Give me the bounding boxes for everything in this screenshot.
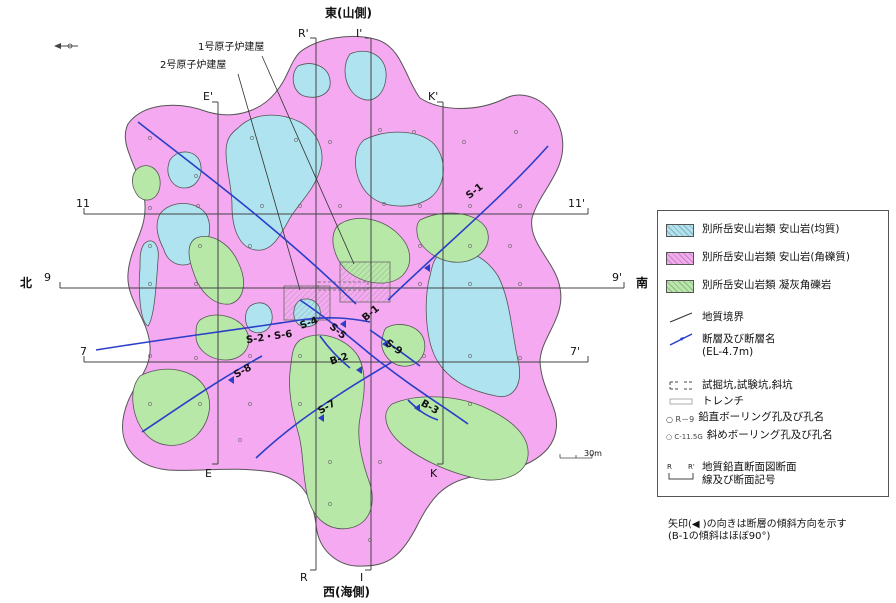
unit2-reactor-building (283, 285, 331, 321)
svg-text:R: R (667, 463, 672, 471)
legend-fault-sub: (EL-4.7m) (702, 346, 754, 358)
section-symbol-icon: R R' (667, 463, 695, 480)
legend-section-sub: 線及び断面記号 (702, 474, 776, 486)
test-pit-tunnel (317, 281, 369, 291)
label-west: 西(海側) (323, 585, 370, 599)
section-7-left: 7 (80, 345, 87, 358)
section-e-bottom: E (205, 467, 212, 480)
vertical-bore-sample: ○ R－9 (666, 415, 695, 424)
fault-line-icon (669, 333, 693, 346)
section-11-left: 11 (76, 197, 90, 210)
inclined-bore-sample: ○ C-11.5G (666, 433, 703, 441)
section-7-right: 7' (570, 345, 581, 358)
section-k-top: K' (428, 90, 439, 103)
section-11-right: 11' (568, 197, 586, 210)
legend-tuff-breccia: 別所岳安山岩類 凝灰角礫岩 (666, 279, 831, 293)
label-unit2-building: 2号原子炉建屋 (160, 60, 227, 71)
swatch-andesite-breccia (666, 252, 694, 265)
boring-hole-markers (148, 128, 522, 542)
section-i-bottom: I (360, 571, 364, 584)
legend-trench: トレンチ (666, 395, 744, 408)
section-lines (59, 37, 625, 571)
label-north: 北 (20, 276, 33, 290)
legend-andesite-uniform: 別所岳安山岩類 安山岩(均質) (666, 223, 840, 237)
label-south: 南 (636, 276, 649, 290)
legend-fault-title: 断層及び断層名 (702, 333, 776, 345)
andesite-uniform-areas (138, 50, 520, 398)
building-leader-lines (237, 55, 355, 291)
legend: 別所岳安山岩類 安山岩(均質) 別所岳安山岩類 安山岩(角礫質) 別所岳安山岩類… (657, 210, 889, 497)
boundary-line-icon (669, 312, 693, 323)
legend-andesite-breccia: 別所岳安山岩類 安山岩(角礫質) (666, 251, 850, 265)
note-line-2: (B-1の傾斜はほぼ90°) (668, 531, 771, 542)
dip-direction-note: 矢印(◀ )の向きは断層の傾斜方向を示す (B-1の傾斜はほぼ90°) (668, 519, 847, 543)
trench-symbol-icon (669, 398, 693, 405)
section-r-bottom: R (300, 571, 308, 584)
section-9-right: 9' (612, 271, 623, 284)
legend-boundary: 地質境界 (666, 311, 744, 324)
swatch-tuff-breccia (666, 280, 694, 293)
legend-pits: 試掘坑,試験坑,斜坑 (666, 379, 793, 392)
note-line-1: 矢印(◀ )の向きは断層の傾斜方向を示す (668, 519, 847, 530)
legend-section: R R' 地質鉛直断面図断面 線及び断面記号 (666, 461, 797, 487)
legend-fault: 断層及び断層名 (EL-4.7m) (666, 333, 776, 359)
pit-symbol-icon (669, 381, 692, 390)
legend-inclined-bore: ○ C-11.5G 斜めボーリング孔及び孔名 (666, 429, 833, 444)
legend-section-title: 地質鉛直断面図断面 (702, 461, 797, 473)
label-east: 東(山側) (325, 6, 372, 20)
fault-lines (95, 121, 549, 459)
section-i-top: I' (356, 27, 363, 40)
section-k-bottom: K (430, 467, 438, 480)
legend-vertical-bore: ○ R－9 鉛直ボーリング孔及び孔名 (666, 411, 825, 424)
label-unit1-building: 1号原子炉建屋 (198, 42, 265, 53)
svg-text:R': R' (688, 463, 695, 471)
section-9-left: 9 (44, 271, 51, 284)
north-arrow-icon (54, 43, 78, 49)
swatch-andesite-uniform (666, 224, 694, 237)
section-r-top: R' (298, 27, 309, 40)
scale-bar (559, 454, 593, 459)
fault-dip-arrows (228, 264, 430, 422)
tuff-breccia-areas (132, 165, 529, 530)
section-e-top: E' (203, 90, 213, 103)
scale-label: 30m (584, 449, 602, 458)
